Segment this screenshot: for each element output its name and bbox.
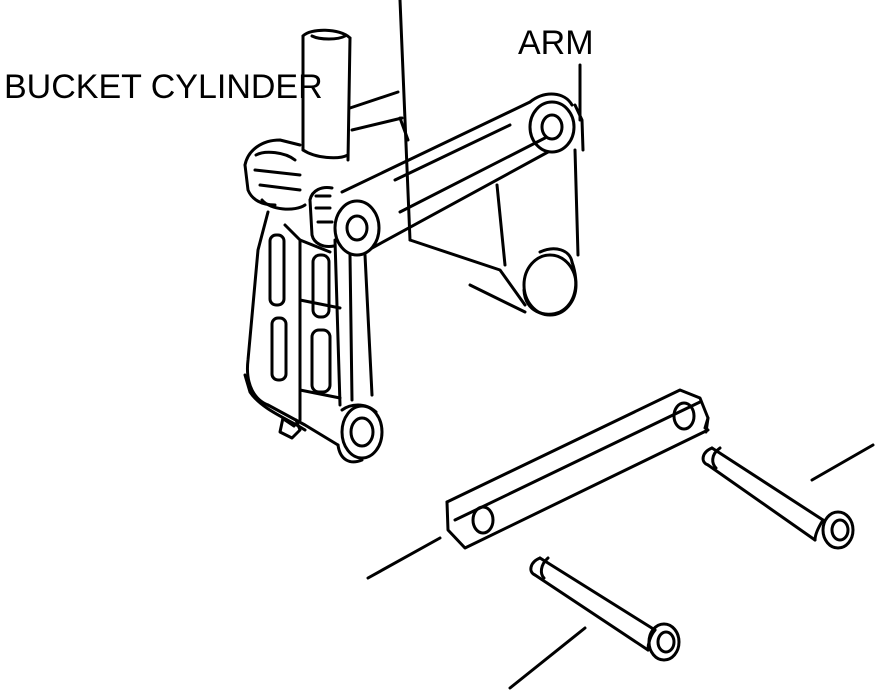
arm-plate xyxy=(348,0,585,317)
pin-lower xyxy=(529,556,681,662)
arm-label: ARM xyxy=(518,24,594,62)
bucket-cylinder-label: BUCKET CYLINDER xyxy=(4,68,323,106)
spacer-link-plate xyxy=(445,388,710,550)
bucket-cylinder-rod xyxy=(301,28,352,162)
bucket-linkage-bracket xyxy=(243,138,384,464)
link-bar xyxy=(308,92,576,257)
center-lines xyxy=(366,63,875,690)
pin-upper xyxy=(701,446,855,550)
